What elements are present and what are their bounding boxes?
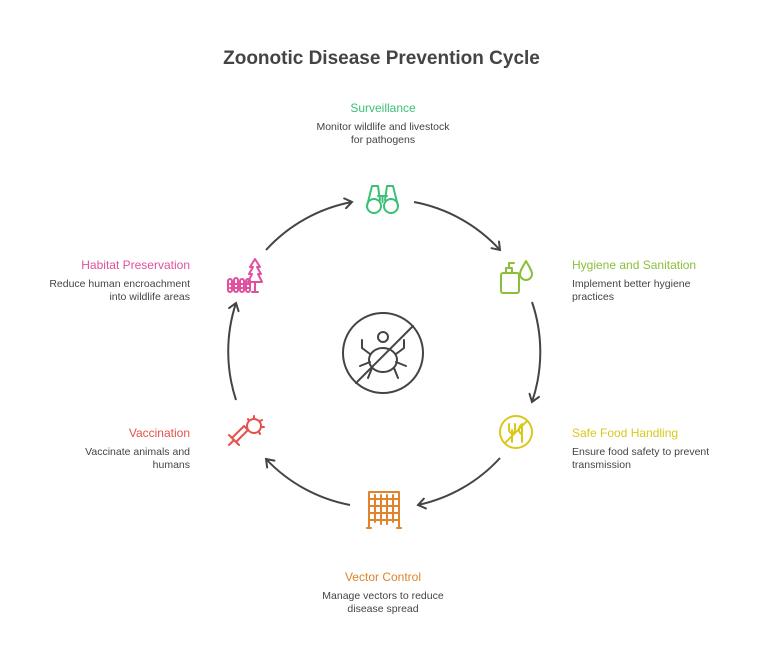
utensils-icon	[499, 415, 533, 449]
step-safe-food: Safe Food Handling Ensure food safety to…	[572, 426, 762, 472]
step-desc: Vaccinate animals and	[85, 446, 190, 458]
step-desc: Reduce human encroachment	[49, 278, 190, 290]
diagram-title: Zoonotic Disease Prevention Cycle	[223, 48, 540, 69]
no-tick-icon	[342, 312, 424, 394]
arrow-vector-to-vaccination	[264, 457, 351, 506]
step-label: Vector Control	[344, 570, 422, 584]
step-label: Surveillance	[350, 101, 416, 115]
arrow-vaccination-to-habitat	[227, 301, 240, 401]
step-label: Safe Food Handling	[572, 426, 679, 440]
binoculars-icon	[366, 185, 399, 214]
arrow-surveillance-to-hygiene	[413, 201, 502, 252]
step-desc: for pathogens	[350, 134, 416, 146]
step-desc: Implement better hygiene	[572, 278, 691, 290]
step-vector-control: Vector Control Manage vectors to reduce …	[288, 570, 478, 616]
step-vaccination: Vaccination Vaccinate animals and humans	[0, 426, 190, 472]
step-desc: practices	[572, 291, 615, 303]
step-desc: humans	[152, 459, 190, 471]
step-surveillance: Surveillance Monitor wildlife and livest…	[288, 101, 478, 147]
arrow-habitat-to-surveillance	[265, 197, 354, 251]
step-desc: Manage vectors to reduce	[322, 590, 444, 602]
step-habitat: Habitat Preservation Reduce human encroa…	[0, 258, 190, 304]
net-icon	[366, 491, 402, 529]
step-label: Hygiene and Sanitation	[572, 258, 697, 272]
step-hygiene: Hygiene and Sanitation Implement better …	[572, 258, 762, 304]
soap-dispenser-icon	[500, 260, 533, 294]
step-desc: Monitor wildlife and livestock	[316, 121, 450, 133]
step-label: Vaccination	[128, 426, 190, 440]
step-desc: transmission	[572, 459, 631, 471]
step-label: Habitat Preservation	[81, 258, 190, 272]
step-desc: disease spread	[347, 603, 419, 615]
step-desc: into wildlife areas	[109, 291, 190, 303]
syringe-virus-icon	[228, 415, 265, 446]
fence-tree-icon	[227, 258, 263, 293]
step-desc: Ensure food safety to prevent	[572, 446, 710, 458]
arrow-food-to-vector	[416, 457, 501, 510]
arrow-hygiene-to-food	[528, 301, 542, 404]
